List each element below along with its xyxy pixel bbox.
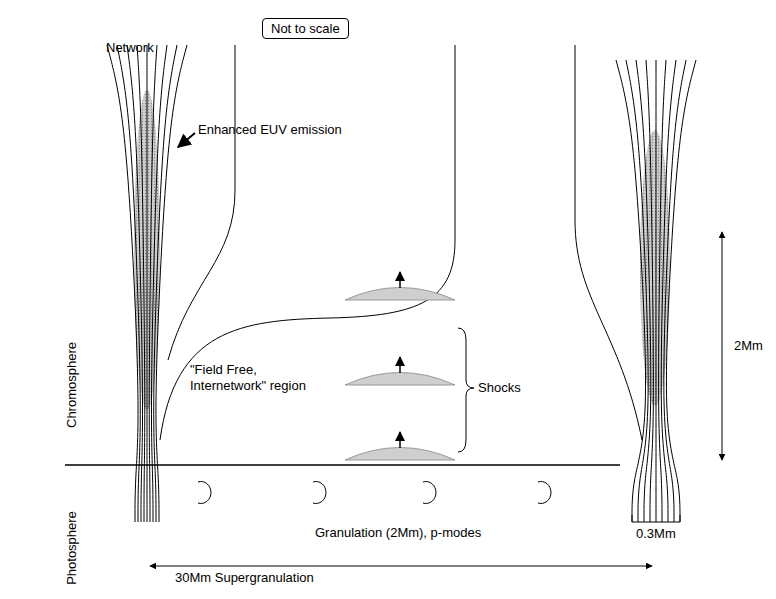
flux-tube-line <box>151 45 167 522</box>
granulation-cells <box>198 482 551 504</box>
flux-tube-line <box>147 45 148 522</box>
supergranulation-arrow <box>150 566 652 567</box>
flux-tube-line <box>156 45 187 522</box>
flux-tube-line <box>664 60 686 522</box>
layer-label: Photosphere <box>64 511 80 585</box>
phenomenon-label: Granulation (2Mm), p-modes <box>315 525 481 541</box>
phenomenon-label: Shocks <box>478 380 521 396</box>
dimension-label: 30Mm Supergranulation <box>175 570 314 586</box>
flux-tube-line <box>616 60 646 522</box>
flux-tube-line <box>626 60 648 522</box>
shock-fronts <box>345 288 455 461</box>
canopy-field-lines <box>160 45 642 440</box>
shocks-brace <box>458 328 474 452</box>
euv-region <box>640 130 670 406</box>
flux-tube-line <box>661 60 676 522</box>
flux-tube-line <box>646 60 653 522</box>
flux-tube-line <box>666 60 696 522</box>
photosphere-boundary <box>65 464 620 466</box>
flux-tube-line <box>107 45 138 522</box>
callout-label: Enhanced EUV emission <box>198 122 342 138</box>
note-box: Not to scale <box>262 18 349 39</box>
flux-tube-line <box>656 60 657 522</box>
shock-arrows <box>399 272 401 448</box>
pointer-arrow <box>178 133 195 147</box>
dimension-label: 0.3Mm <box>636 526 676 542</box>
region-label: Network <box>106 40 154 56</box>
height-arrow <box>722 232 723 460</box>
width-bracket <box>632 515 680 522</box>
flux-tube-line <box>137 45 145 522</box>
flux-tube-line <box>636 60 651 522</box>
note-text: Not to scale <box>271 21 340 36</box>
layer-label: Chromosphere <box>64 342 80 428</box>
flux-tube-line <box>117 45 140 522</box>
dimension-label: 2Mm <box>734 338 763 354</box>
region-label: "Field Free, Internetwork" region <box>190 362 330 393</box>
